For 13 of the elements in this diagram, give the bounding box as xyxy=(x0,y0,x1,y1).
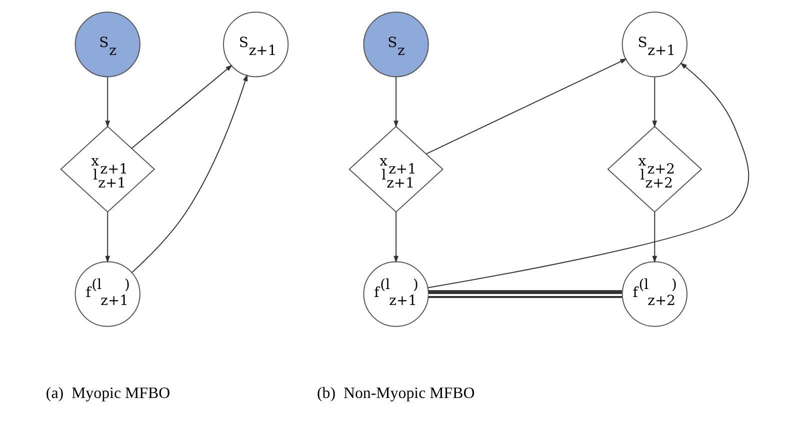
arrow xyxy=(104,76,110,128)
label: (b) Non-Myopic MFBO xyxy=(316,384,474,402)
arrow xyxy=(104,212,110,263)
arrow xyxy=(131,74,248,273)
connector xyxy=(428,290,622,298)
label: (a) Myopic MFBO xyxy=(45,384,170,402)
arrow xyxy=(652,212,657,263)
arrow xyxy=(130,64,232,149)
arrow xyxy=(426,62,749,288)
arrow xyxy=(425,58,627,154)
arrow xyxy=(393,212,398,263)
arrow xyxy=(652,76,657,128)
arrow xyxy=(393,76,398,128)
